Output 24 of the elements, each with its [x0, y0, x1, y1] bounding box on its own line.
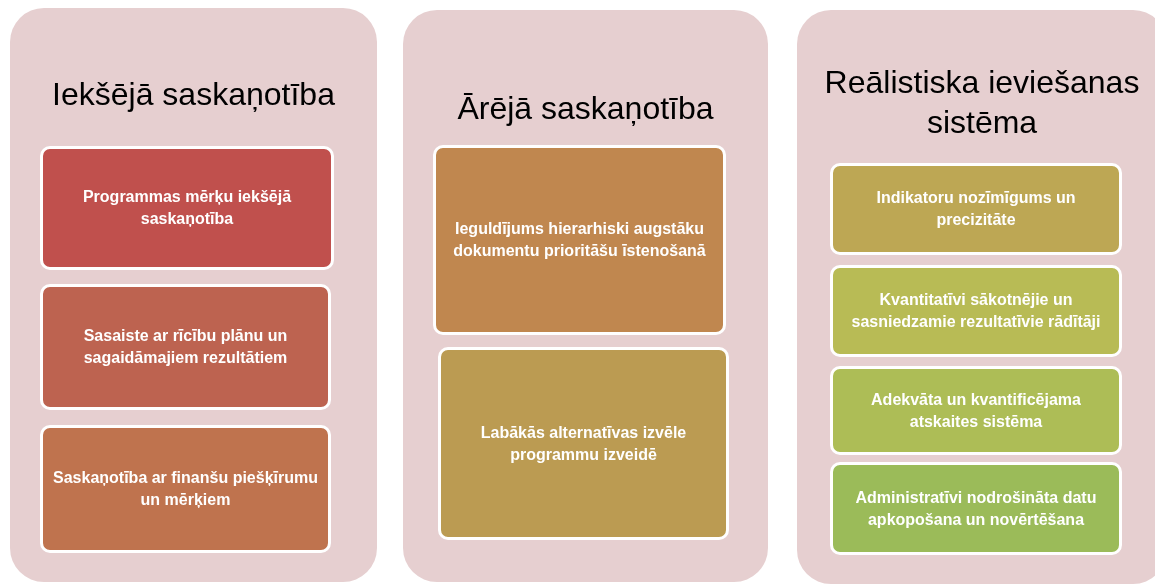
panel-heading: Reālistiska ieviešanas sistēma — [823, 63, 1141, 142]
criterion-text: Administratīvi nodrošināta datu apkopošana un novērtēšana — [854, 487, 1098, 530]
criterion-box — [40, 146, 334, 270]
criterion-box — [433, 145, 726, 335]
criterion-box — [830, 366, 1122, 455]
criterion-text: Indikatoru nozīmīgums un precizitāte — [875, 188, 1077, 230]
criterion-box — [40, 284, 331, 410]
criterion-text: Kvantitatīvi sākotnējie un sasniedzamie rezultatīvie rādītāji — [850, 290, 1102, 332]
criterion-text: Programmas mērķu iekšējā saskaņotība — [81, 187, 293, 229]
criterion-text: Sasaiste ar rīcību plānu un sagaidāmajiem rezultātiem — [82, 326, 289, 368]
criterion-box — [830, 163, 1122, 255]
criterion-box — [438, 347, 729, 540]
category-panel — [403, 10, 768, 582]
category-panel — [10, 8, 377, 582]
category-panel — [797, 10, 1155, 584]
panel-heading: Ārējā saskaņotība — [456, 89, 715, 128]
criterion-box — [830, 265, 1122, 357]
criterion-text: Adekvāta un kvantificējama atskaites sistēma — [870, 389, 1082, 432]
criterion-box — [40, 425, 331, 553]
criterion-text: Labākās alternatīvas izvēle programmu izveidē — [479, 422, 688, 465]
panel-heading: Iekšējā saskaņotība — [51, 75, 336, 114]
criterion-box — [830, 462, 1122, 555]
criterion-text: Ieguldījums hierarhiski augstāku dokumentu prioritāšu īstenošanā — [452, 219, 707, 261]
criterion-text: Saskaņotība ar finanšu piešķīrumu un mērķiem — [52, 468, 319, 510]
